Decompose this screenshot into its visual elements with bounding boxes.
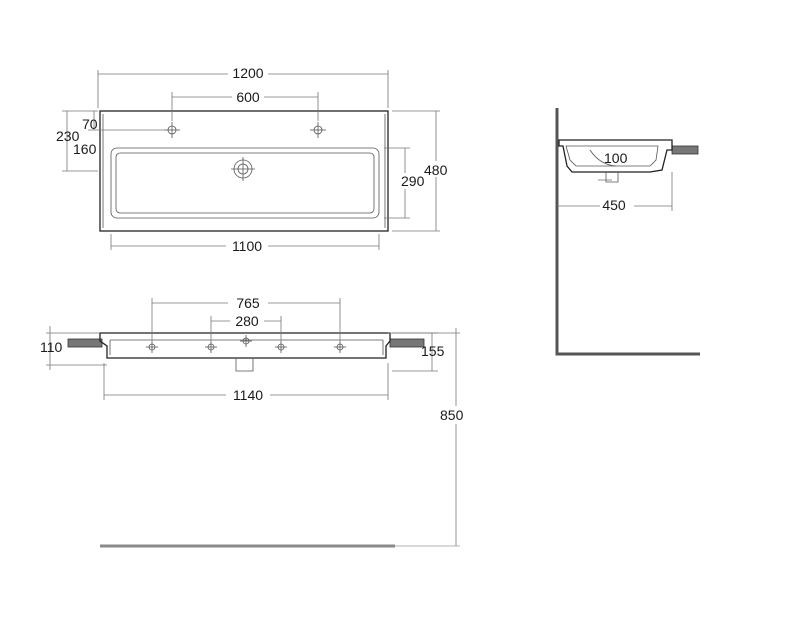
front-hole-1-icon <box>146 341 158 353</box>
side-waste-trap <box>605 172 619 183</box>
side-view-outline <box>558 139 673 173</box>
rim-height-label: 110 <box>40 339 63 355</box>
top-view: 1200 600 70 230 160 290 480 1100 <box>56 63 454 254</box>
basin-offset-label: 160 <box>73 141 97 157</box>
side-view: 100 450 <box>555 108 700 356</box>
front-hole-4-icon <box>334 341 346 353</box>
front-view: 765 280 110 155 1140 850 <box>40 294 474 548</box>
projection-label: 450 <box>602 197 626 213</box>
install-height-label: 850 <box>440 407 464 423</box>
basin-bowl-outline <box>110 147 380 219</box>
basin-width-label: 1100 <box>232 238 262 254</box>
drain-icon <box>231 157 255 181</box>
total-depth-label: 230 <box>56 128 80 144</box>
wall-stub <box>671 145 699 155</box>
tap-hole-left-icon <box>164 122 180 138</box>
front-drain-icon <box>240 335 252 347</box>
top-view-outline <box>99 110 389 232</box>
drain-distance-label: 100 <box>604 150 628 166</box>
wall-section <box>555 108 700 356</box>
overall-depth-label: 480 <box>424 162 448 178</box>
outer-holes-label: 765 <box>236 295 260 311</box>
bowl-depth-label: 155 <box>421 343 445 359</box>
wall-right-stub <box>389 338 425 348</box>
inner-holes-label: 280 <box>235 313 259 329</box>
front-hole-2-icon <box>205 341 217 353</box>
waste-trap <box>235 358 254 372</box>
front-view-outline <box>99 332 391 359</box>
width-label: 1200 <box>232 65 263 81</box>
tap-spacing-label: 600 <box>236 89 260 105</box>
tap-hole-right-icon <box>310 122 326 138</box>
bowl-width-label: 1140 <box>233 387 263 403</box>
front-hole-3-icon <box>275 341 287 353</box>
tap-offset-label: 70 <box>82 116 98 132</box>
basin-depth-label: 290 <box>401 173 425 189</box>
wall-left-stub <box>67 338 103 348</box>
